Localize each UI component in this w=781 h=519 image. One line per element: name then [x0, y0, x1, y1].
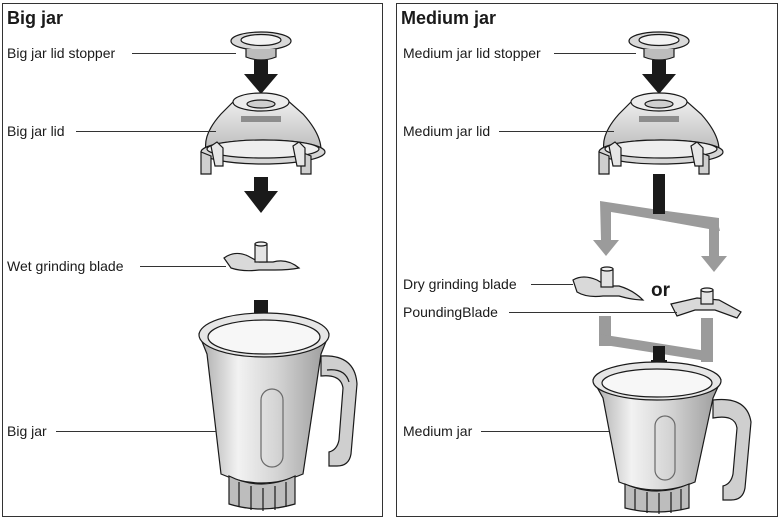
arrow-down-icon — [642, 60, 676, 94]
medium-jar-panel: Medium jar — [396, 3, 778, 517]
leader-line — [499, 131, 614, 132]
label-medium-jar-lid-stopper: Medium jar lid stopper — [403, 45, 541, 61]
leader-line — [554, 53, 636, 54]
pounding-blade-drawing — [670, 287, 742, 319]
big-jar-assembly-illustration — [198, 31, 358, 511]
medium-jar-lid-stopper-drawing — [628, 31, 690, 61]
leader-line — [132, 53, 236, 54]
arrow-down-icon — [244, 177, 278, 213]
label-big-jar: Big jar — [7, 423, 47, 439]
leader-line — [531, 284, 573, 285]
big-jar-drawing — [198, 312, 358, 511]
big-jar-lid-drawing — [200, 92, 326, 175]
label-big-jar-lid-stopper: Big jar lid stopper — [7, 45, 116, 61]
leader-line — [56, 431, 216, 432]
big-jar-panel: Big jar — [2, 3, 383, 517]
medium-jar-lid-drawing — [598, 92, 724, 175]
dry-grinding-blade-drawing — [572, 266, 645, 301]
medium-jar-drawing — [592, 361, 752, 514]
big-jar-title: Big jar — [7, 8, 64, 28]
big-jar-lid-stopper-drawing — [230, 31, 292, 61]
or-label: or — [651, 280, 670, 301]
leader-line — [76, 131, 216, 132]
leader-line — [140, 266, 226, 267]
label-pounding-blade: PoundingBlade — [403, 304, 498, 320]
label-medium-jar-lid: Medium jar lid — [403, 123, 491, 139]
medium-jar-assembly-illustration — [572, 31, 752, 514]
label-dry-grinding-blade: Dry grinding blade — [403, 276, 517, 292]
label-medium-jar: Medium jar — [403, 423, 473, 439]
medium-jar-title: Medium jar — [401, 8, 497, 28]
wet-grinding-blade-drawing — [223, 241, 301, 272]
arrow-down-icon — [244, 60, 278, 94]
label-big-jar-lid: Big jar lid — [7, 123, 65, 139]
label-wet-grinding-blade: Wet grinding blade — [7, 258, 124, 274]
leader-line — [509, 312, 677, 313]
center-shaft-line — [653, 174, 665, 214]
leader-line — [481, 431, 609, 432]
